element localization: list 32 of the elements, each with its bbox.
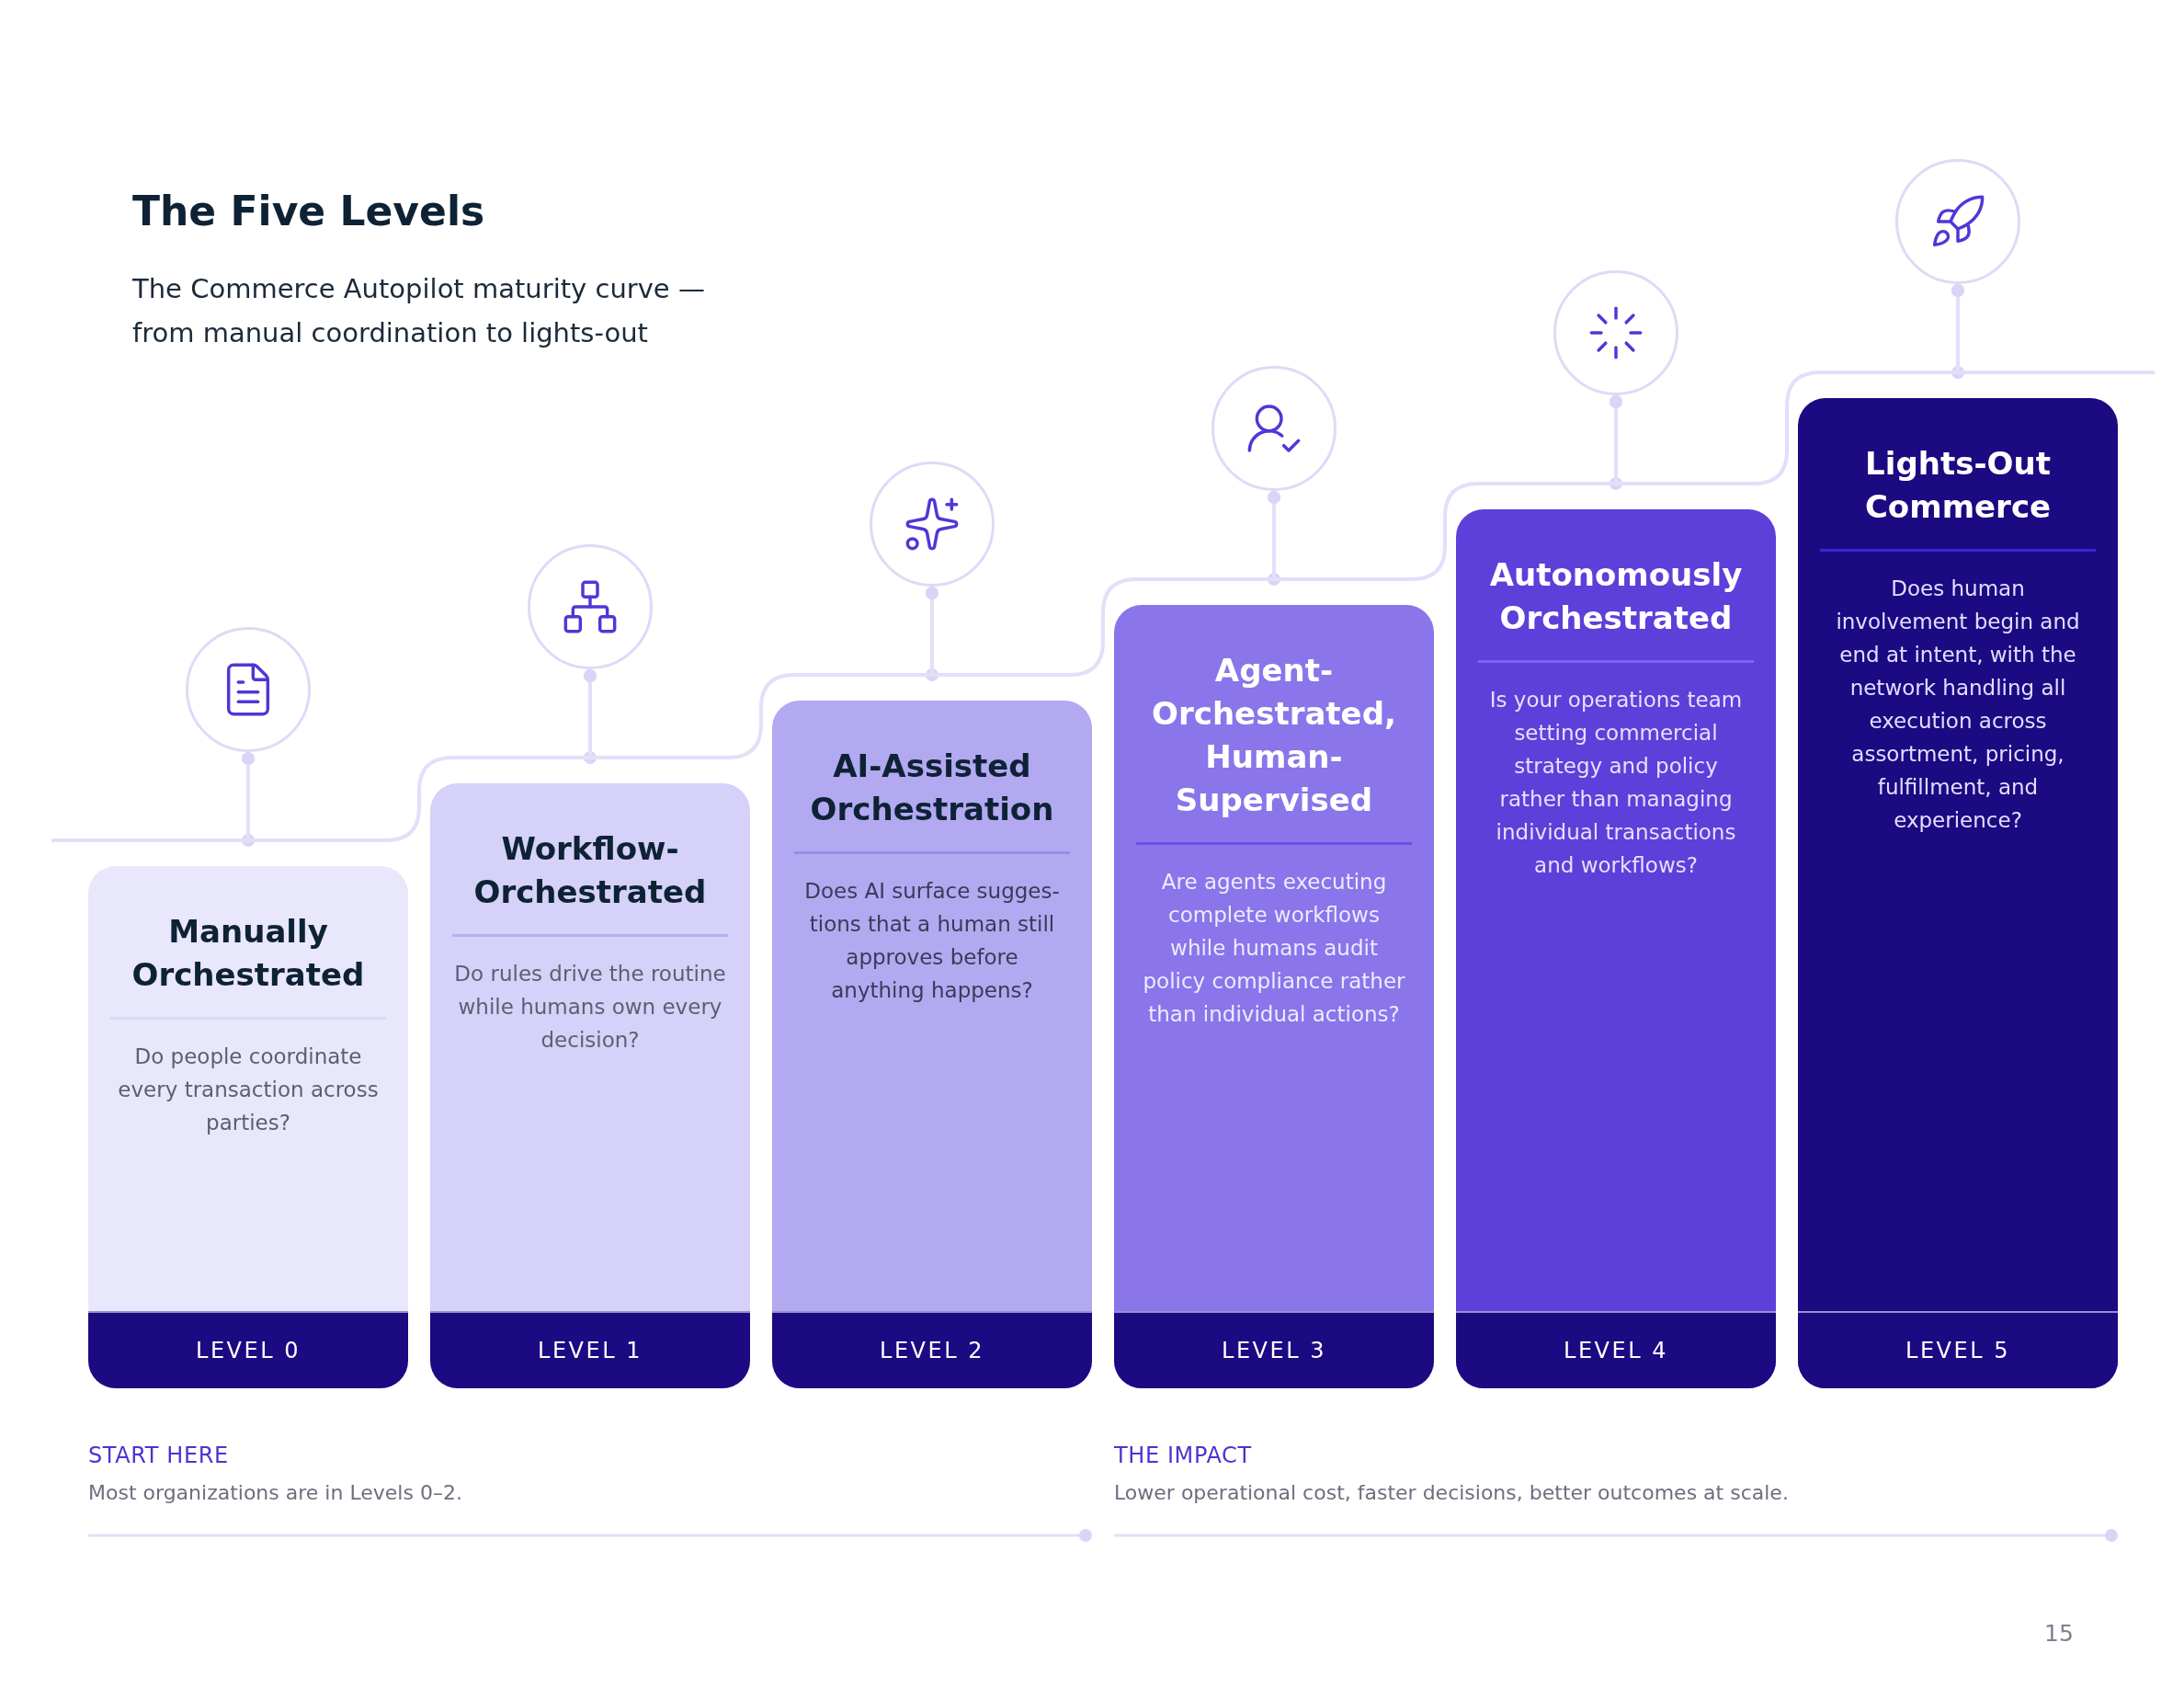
level-question: Does human involvement begin and end at intent, with the network handling all execution across assortment, pricing, fulfillment, and experience? bbox=[1835, 576, 2081, 834]
level-label: LEVEL 3 bbox=[1114, 1311, 1434, 1388]
level-card bbox=[1456, 509, 1776, 1388]
level-title: Workflow-Orchestrated bbox=[472, 829, 708, 912]
level-card bbox=[1114, 605, 1434, 1388]
level-label: LEVEL 4 bbox=[1456, 1311, 1776, 1388]
level-title: Manually Orchestrated bbox=[131, 912, 366, 995]
subtitle: The Commerce Autopilot maturity curve — from manual coordination to lights-out bbox=[132, 272, 706, 350]
level-question: Does AI surface sugges-tions that a human still approves before anything happens? bbox=[803, 878, 1061, 1004]
level-label: LEVEL 1 bbox=[430, 1311, 750, 1388]
level-card bbox=[1798, 398, 2118, 1388]
level-card bbox=[88, 866, 408, 1388]
level-title: AI-Assisted Orchestration bbox=[809, 747, 1055, 829]
level-question: Are agents executing complete workflows while humans audit policy compliance rather than individual actions? bbox=[1142, 869, 1406, 1028]
connector-line bbox=[1951, 284, 2155, 374]
level-question: Do rules drive the routine while humans own every decision? bbox=[453, 961, 727, 1054]
page-title: The Five Levels bbox=[132, 187, 485, 236]
level-question: Is your operations team setting commercial strategy and policy rather than managing individual transactions and workflows? bbox=[1488, 687, 1744, 879]
section-heading: THE IMPACT bbox=[1114, 1442, 1253, 1470]
level-title: Lights-Out Commerce bbox=[1863, 444, 2053, 527]
section-heading: START HERE bbox=[88, 1442, 230, 1470]
section-note: Most organizations are in Levels 0–2. bbox=[88, 1480, 463, 1506]
level-title: Agent-Orchestrated, Human-Supervised bbox=[1151, 651, 1397, 820]
page-number: 15 bbox=[2044, 1619, 2074, 1648]
section-note: Lower operational cost, faster decisions, better outcomes at scale. bbox=[1114, 1480, 1790, 1506]
level-label: LEVEL 2 bbox=[772, 1311, 1092, 1388]
level-label: LEVEL 0 bbox=[88, 1311, 408, 1388]
level-title: Autonomously Orchestrated bbox=[1488, 555, 1744, 638]
level-question: Do people coordinate every transaction across parties? bbox=[117, 1044, 380, 1136]
level-card bbox=[772, 701, 1092, 1388]
level-card bbox=[430, 783, 750, 1388]
level-label: LEVEL 5 bbox=[1798, 1311, 2118, 1388]
